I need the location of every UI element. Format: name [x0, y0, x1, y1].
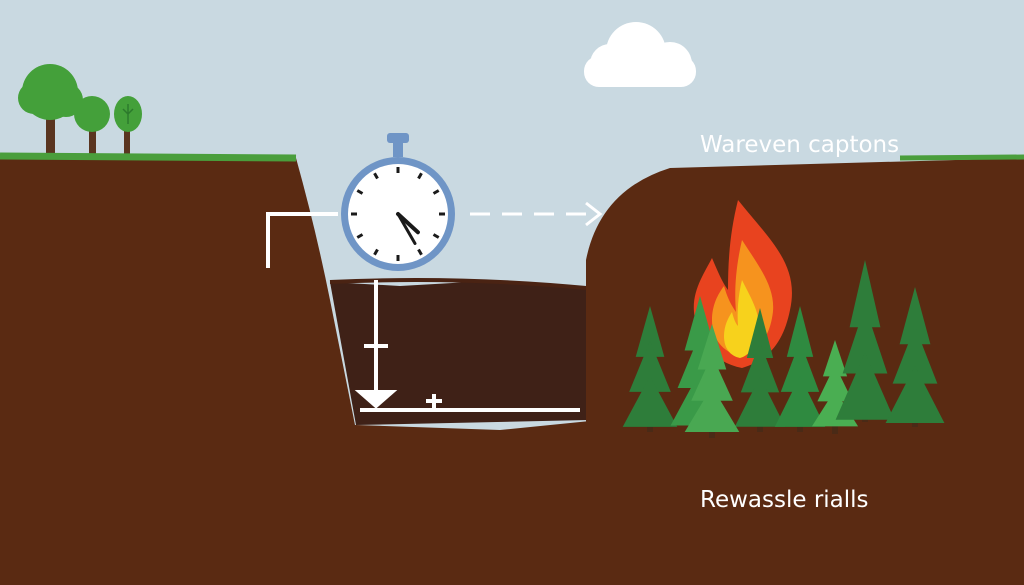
clock-tick — [432, 233, 440, 239]
pit — [330, 282, 588, 425]
bottom-caption: Rewassle rialls — [700, 487, 869, 513]
dashed-arrow — [470, 201, 603, 227]
clock-tick — [417, 248, 423, 256]
clock-tick — [356, 189, 364, 195]
clock-tick — [373, 172, 379, 180]
clock-tick — [417, 172, 423, 180]
right-grass — [899, 154, 1024, 161]
clock-tick — [356, 233, 364, 239]
cloud-icon — [584, 22, 696, 87]
pine-tree — [885, 287, 945, 427]
clock-tick — [432, 189, 440, 195]
clock-minute-hand — [396, 212, 417, 245]
left-trees — [18, 64, 142, 158]
top-caption: Wareven captons — [700, 132, 899, 158]
stopwatch-icon — [341, 133, 455, 271]
pit-baseline — [360, 394, 580, 412]
left-bracket — [266, 212, 338, 268]
pine-tree — [684, 324, 740, 438]
left-grass — [0, 152, 297, 162]
down-arrow — [354, 280, 398, 409]
pine-tree — [835, 260, 895, 422]
clock-tick — [373, 248, 379, 256]
pine-forest — [622, 260, 945, 438]
pine-tree — [734, 308, 786, 432]
pine-tree — [774, 306, 826, 432]
pit-rim — [329, 278, 587, 290]
pine-tree — [622, 306, 678, 432]
